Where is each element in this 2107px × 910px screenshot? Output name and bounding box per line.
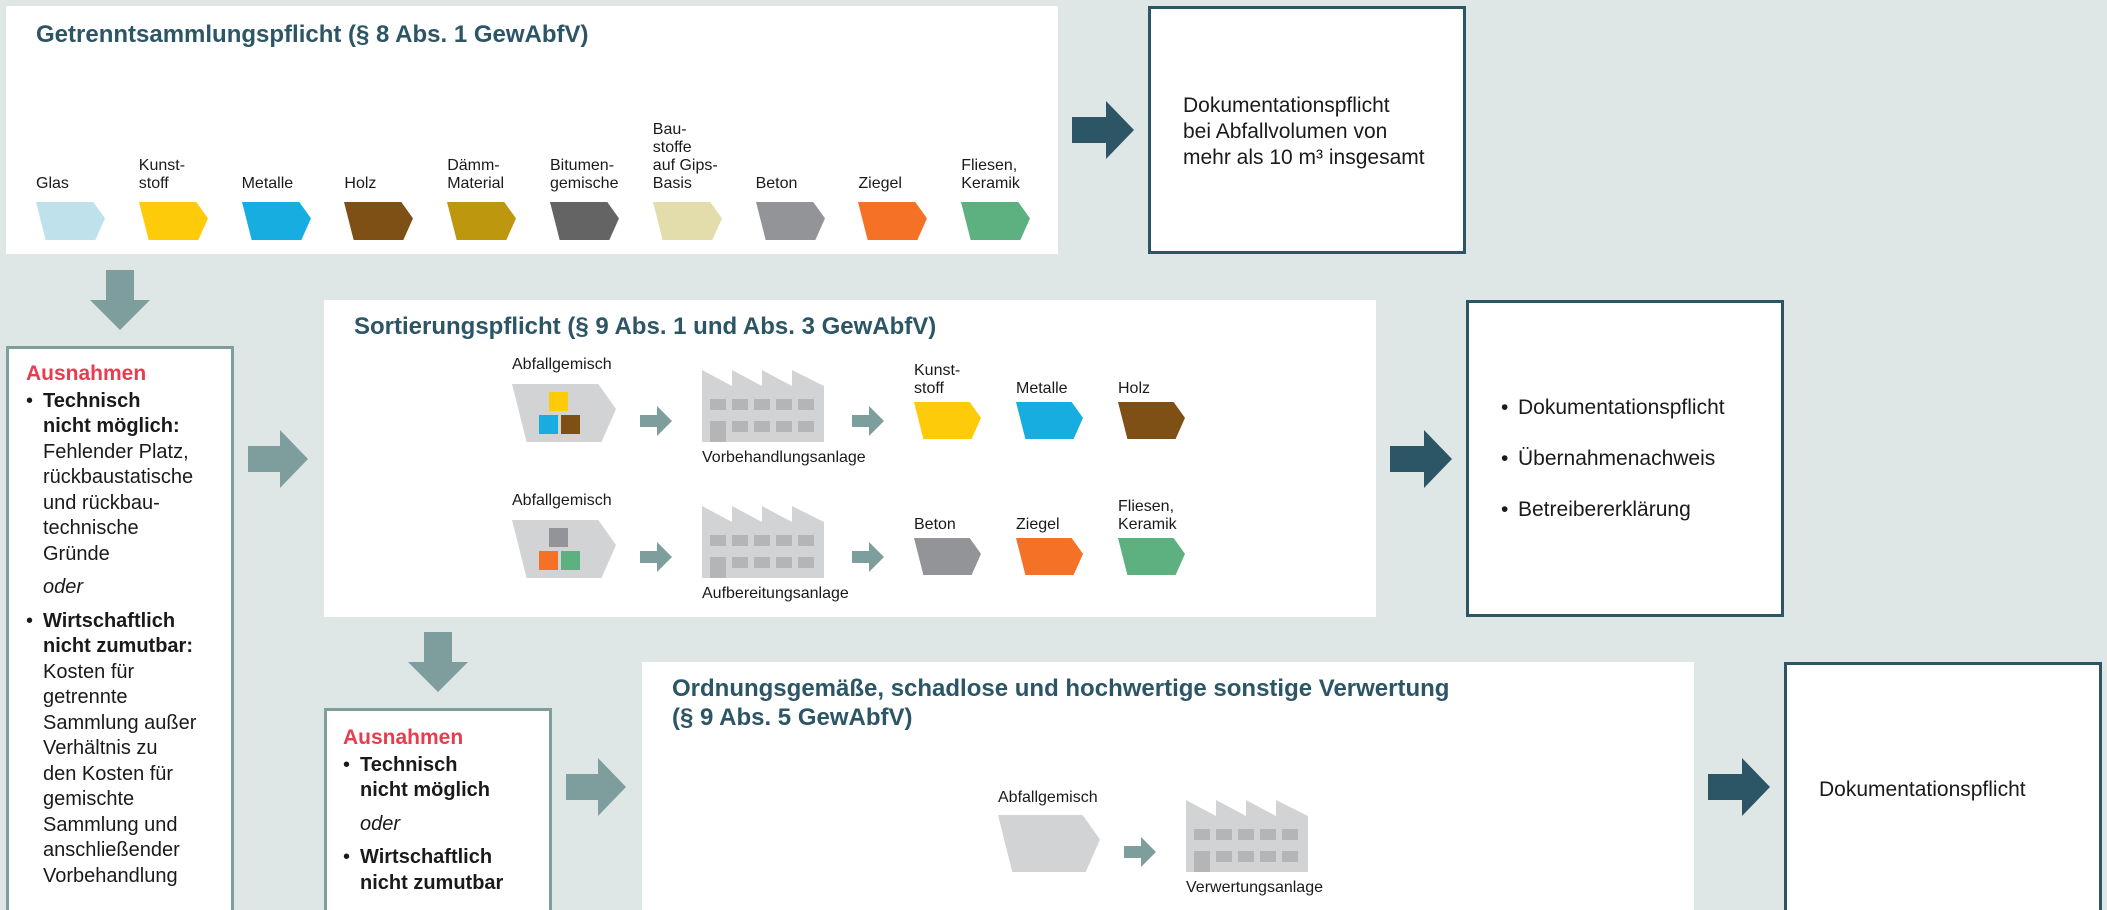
plant-label: Aufbereitungsanlage [702,585,849,602]
output-label: Fliesen, Keramik [1118,498,1177,533]
mixed-waste-bin [998,815,1100,872]
arrow-right-icon [1072,101,1134,159]
sorting-panel: Sortierungspflicht (§ 9 Abs. 1 und Abs. … [324,300,1376,617]
arrow-right-icon [640,542,672,572]
arrow-right-icon [566,758,626,816]
container-label: Bitumen- gemische [550,157,619,192]
container-label: Glas [36,175,69,192]
mixed-waste-label: Abfallgemisch [998,789,1098,806]
output-label: Kunst- stoff [914,362,961,397]
container-icon [755,202,825,240]
exception-technical-label: Technisch nicht möglich: [43,389,180,438]
documentation-list-item: Betreibererklärung [1501,497,1725,523]
container-label: Kunst- stoff [138,157,186,192]
exceptions-title: Ausnahmen [343,726,464,749]
container-icon [858,202,928,240]
separate-collection-title: Getrenntsammlungspflicht (§ 8 Abs. 1 Gew… [36,21,589,48]
output-container-icon [1118,402,1185,439]
arrow-down-icon [90,270,150,330]
output-container-icon [914,402,981,439]
container-icon [36,202,105,240]
output-container-icon [914,538,981,575]
documentation-list-item: Übernahmenachweis [1501,446,1725,472]
output-label: Holz [1118,380,1151,397]
exception-economic: Wirtschaftlich nicht zumutbar [343,845,548,896]
recovery-title: Ordnungsgemäße, schadlose und hochwertig… [672,675,1450,731]
mixed-waste-label: Abfallgemisch [512,356,612,373]
exception-economic-label: Wirtschaftlich nicht zumutbar [360,846,504,894]
container-label: Fliesen, Keramik [961,157,1020,192]
container-label: Metalle [241,175,294,192]
exception-or-text: oder [360,812,401,835]
documentation-box-separate: Dokumentationspflicht bei Abfallvolumen … [1148,6,1466,254]
exception-economic-text: Kosten für getrennte Sammlung außer Verh… [43,660,197,887]
container-icon [241,202,311,240]
mixed-waste-label: Abfallgemisch [512,492,612,509]
container-label: Beton [755,175,798,192]
arrow-right-icon [1124,837,1156,867]
container-icon [138,202,208,240]
documentation-box-sorting: Dokumentationspflicht Übernahmenachweis … [1466,300,1784,617]
arrow-right-icon [852,406,884,436]
factory-icon [702,506,824,578]
container-label: Dämm- Material [447,157,505,192]
sorting-title: Sortierungspflicht (§ 9 Abs. 1 und Abs. … [354,313,937,340]
container-label: Ziegel [858,175,902,192]
documentation-text: Dokumentationspflicht [1819,778,2026,801]
container-icon [550,202,619,240]
arrow-down-icon [408,632,468,692]
recovery-panel: Ordnungsgemäße, schadlose und hochwertig… [642,662,1694,910]
output-label: Metalle [1016,380,1068,397]
output-label: Ziegel [1016,516,1060,533]
exception-technical-label: Technisch nicht möglich [360,753,490,802]
container-icon [447,202,517,240]
factory-icon [1186,800,1308,872]
output-container-icon [1016,538,1083,575]
exceptions-title: Ausnahmen [26,362,147,385]
arrow-right-icon [248,430,308,488]
plant-label: Verwertungsanlage [1186,879,1323,896]
output-container-icon [1016,402,1083,439]
documentation-list: Dokumentationspflicht Übernahmenachweis … [1501,395,1725,523]
exception-or-text: oder [43,576,84,598]
arrow-right-icon [1390,430,1452,488]
arrow-right-icon [1708,758,1770,816]
exception-economic: Wirtschaftlich nicht zumutbar: Kosten fü… [26,609,231,890]
exception-technical: Technisch nicht möglich: Fehlender Platz… [26,389,231,568]
mixed-waste-bin [512,384,616,442]
documentation-box-recovery: Dokumentationspflicht [1784,662,2102,910]
factory-icon [702,370,824,442]
container-label: Bau- stoffe auf Gips- Basis [652,121,718,192]
arrow-right-icon [852,542,884,572]
documentation-text: Dokumentationspflicht bei Abfallvolumen … [1183,94,1425,169]
exceptions-box-sorting: Ausnahmen Technisch nicht möglich oder W… [324,708,552,910]
container-icon [652,202,722,240]
exception-technical: Technisch nicht möglich [343,753,548,804]
container-icon [344,202,414,240]
container-label: Holz [344,175,377,192]
exceptions-box-collection: Ausnahmen Technisch nicht möglich: Fehle… [6,346,234,910]
documentation-list-item: Dokumentationspflicht [1501,395,1725,421]
exception-economic-label: Wirtschaftlich nicht zumutbar: [43,609,193,658]
plant-label: Vorbehandlungsanlage [702,449,866,466]
exception-technical-text: Fehlender Platz, rückbaustatische und rü… [43,440,194,565]
output-container-icon [1118,538,1185,575]
output-label: Beton [914,516,956,533]
container-icon [961,202,1031,240]
arrow-right-icon [640,406,672,436]
mixed-waste-bin [512,520,616,578]
